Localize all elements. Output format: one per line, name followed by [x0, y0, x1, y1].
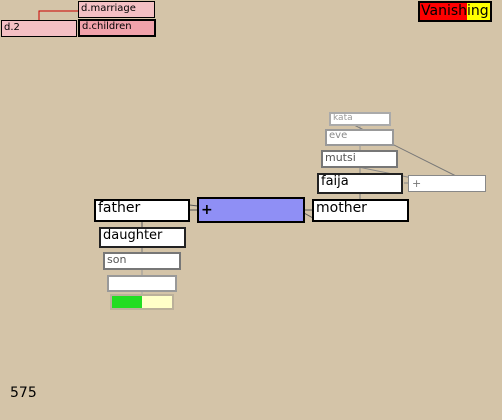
node-son[interactable]: son	[103, 252, 181, 270]
node-daughter[interactable]: daughter	[99, 227, 186, 248]
children-label[interactable]: d.children	[78, 19, 156, 37]
generation-label[interactable]: d.2	[1, 20, 77, 37]
node-mutsi[interactable]: mutsi	[321, 150, 398, 168]
node-father[interactable]: father	[94, 199, 190, 222]
vanishing-label-red: Vanish	[420, 3, 467, 20]
vanishing-label-yellow: ing	[467, 3, 490, 20]
marriage-label[interactable]: d.marriage	[78, 1, 155, 18]
add-node-small-button[interactable]: +	[408, 175, 486, 192]
marriage-hub-add-button[interactable]: +	[197, 197, 305, 223]
node-faija[interactable]: faija	[317, 173, 403, 194]
progress-bar-fill	[112, 296, 142, 308]
node-kata[interactable]: kata	[329, 112, 391, 126]
node-empty-child[interactable]	[107, 275, 177, 292]
node-mother[interactable]: mother	[312, 199, 409, 222]
progress-bar	[110, 294, 174, 310]
counter-readout: 575	[10, 385, 37, 401]
node-eve[interactable]: eve	[325, 129, 394, 146]
